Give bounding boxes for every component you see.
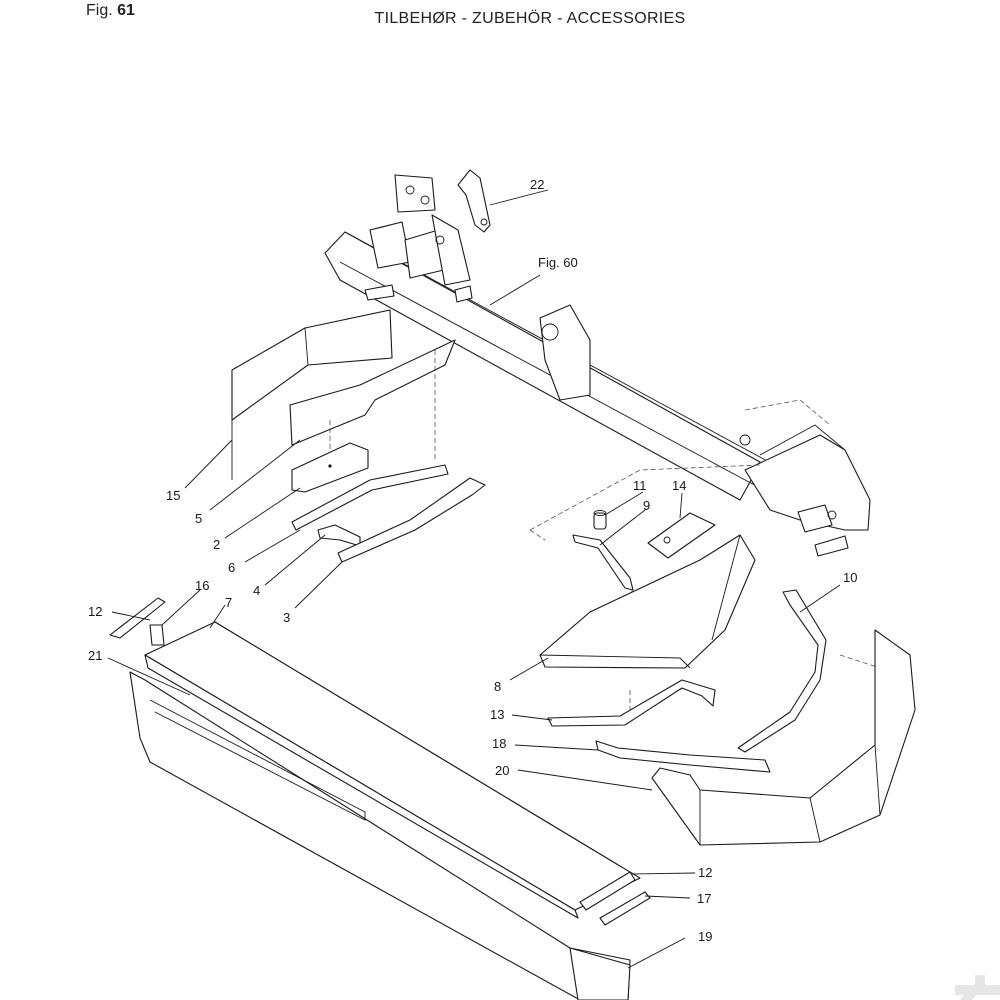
part-14-cover bbox=[529, 464, 761, 559]
callouts: 22 Fig. 60 15 5 2 6 4 3 11 9 14 10 12 16… bbox=[88, 177, 857, 944]
watermark-logo bbox=[955, 975, 1000, 1000]
callout-5: 5 bbox=[195, 511, 202, 526]
figure-number: 61 bbox=[117, 2, 135, 19]
callout-13: 13 bbox=[490, 707, 504, 722]
figure-label: Fig. 61 bbox=[86, 2, 135, 20]
part-11-bush bbox=[593, 510, 607, 530]
leader-lines bbox=[107, 189, 841, 969]
callout-14: 14 bbox=[672, 478, 686, 493]
callout-22: 22 bbox=[530, 177, 544, 192]
part-21-side-skirt bbox=[129, 671, 631, 1000]
part-17-strip bbox=[599, 891, 651, 926]
callout-12-front: 12 bbox=[88, 604, 102, 619]
part-16-clip bbox=[149, 624, 165, 646]
figure-prefix: Fig. bbox=[86, 2, 113, 19]
callout-20: 20 bbox=[495, 763, 509, 778]
callout-21: 21 bbox=[88, 648, 102, 663]
callout-16: 16 bbox=[195, 578, 209, 593]
part-6-rod bbox=[291, 464, 449, 531]
callout-8: 8 bbox=[494, 679, 501, 694]
main-frame bbox=[324, 174, 871, 557]
callout-17: 17 bbox=[697, 891, 711, 906]
part-2-plate bbox=[291, 442, 369, 493]
part-15-front-shield bbox=[231, 309, 393, 480]
callout-4: 4 bbox=[253, 583, 260, 598]
callout-fig60: Fig. 60 bbox=[538, 255, 578, 270]
callout-15: 15 bbox=[166, 488, 180, 503]
part-3-strut bbox=[337, 477, 486, 563]
part-12-clip-rear bbox=[579, 871, 636, 911]
part-10-side-bar bbox=[737, 589, 881, 753]
part-8-rear-deck bbox=[539, 534, 756, 720]
callout-6: 6 bbox=[228, 560, 235, 575]
callout-10: 10 bbox=[843, 570, 857, 585]
callout-7: 7 bbox=[225, 595, 232, 610]
part-19-end-plate bbox=[569, 947, 631, 1000]
callout-18: 18 bbox=[492, 736, 506, 751]
part-13-rod bbox=[547, 679, 716, 727]
callout-11: 11 bbox=[633, 478, 647, 493]
part-12-clip-front bbox=[109, 597, 166, 639]
callout-9: 9 bbox=[643, 498, 650, 513]
callout-2: 2 bbox=[213, 537, 220, 552]
part-20-rear-skirt bbox=[651, 629, 916, 846]
callout-12-rear: 12 bbox=[698, 865, 712, 880]
page-title: TILBEHØR - ZUBEHÖR - ACCESSORIES bbox=[374, 10, 686, 27]
part-18-rod bbox=[595, 740, 771, 773]
callout-19: 19 bbox=[698, 929, 712, 944]
part-7-long-cover bbox=[144, 621, 641, 919]
part-22-bracket bbox=[457, 169, 491, 233]
callout-3: 3 bbox=[283, 610, 290, 625]
